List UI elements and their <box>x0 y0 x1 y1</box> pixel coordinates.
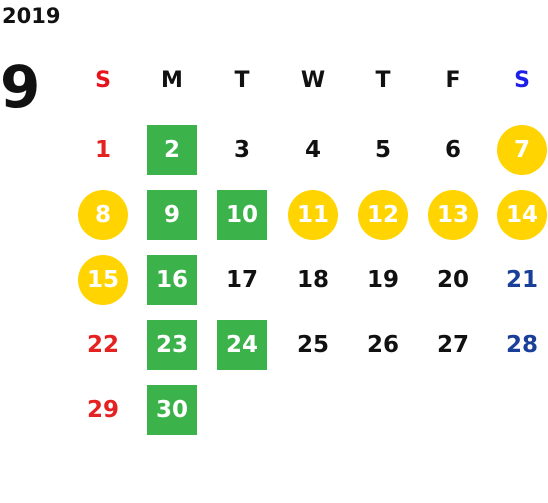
day-cell-26[interactable]: 26 <box>366 332 399 358</box>
day-cell-7[interactable]: 7 <box>497 125 547 175</box>
calendar-month: 9 <box>0 53 41 121</box>
day-cell-1[interactable]: 1 <box>94 137 111 163</box>
day-cell-24[interactable]: 24 <box>217 320 267 370</box>
day-cell-6[interactable]: 6 <box>444 137 461 163</box>
day-cell-16[interactable]: 16 <box>147 255 197 305</box>
weekday-header: S <box>95 67 111 93</box>
day-cell-17[interactable]: 17 <box>225 267 258 293</box>
day-cell-30[interactable]: 30 <box>147 385 197 435</box>
day-cell-21[interactable]: 21 <box>505 267 538 293</box>
day-cell-10[interactable]: 10 <box>217 190 267 240</box>
day-cell-15[interactable]: 15 <box>78 255 128 305</box>
day-cell-20[interactable]: 20 <box>436 267 469 293</box>
day-cell-9[interactable]: 9 <box>147 190 197 240</box>
day-cell-12[interactable]: 12 <box>358 190 408 240</box>
day-cell-11[interactable]: 11 <box>288 190 338 240</box>
day-cell-4[interactable]: 4 <box>304 137 321 163</box>
day-cell-23[interactable]: 23 <box>147 320 197 370</box>
day-cell-13[interactable]: 13 <box>428 190 478 240</box>
day-cell-22[interactable]: 22 <box>86 332 119 358</box>
weekday-header: T <box>375 67 391 93</box>
day-cell-29[interactable]: 29 <box>86 397 119 423</box>
day-cell-5[interactable]: 5 <box>374 137 391 163</box>
day-cell-3[interactable]: 3 <box>233 137 250 163</box>
day-cell-19[interactable]: 19 <box>366 267 399 293</box>
weekday-header: F <box>445 67 461 93</box>
day-cell-8[interactable]: 8 <box>78 190 128 240</box>
day-cell-18[interactable]: 18 <box>296 267 329 293</box>
weekday-header: T <box>234 67 250 93</box>
day-cell-28[interactable]: 28 <box>505 332 538 358</box>
weekday-header: S <box>514 67 530 93</box>
day-cell-27[interactable]: 27 <box>436 332 469 358</box>
day-cell-2[interactable]: 2 <box>147 125 197 175</box>
weekday-header: W <box>300 67 326 93</box>
day-cell-25[interactable]: 25 <box>296 332 329 358</box>
weekday-header: M <box>161 67 183 93</box>
calendar-year: 2019 <box>2 4 61 28</box>
day-cell-14[interactable]: 14 <box>497 190 547 240</box>
